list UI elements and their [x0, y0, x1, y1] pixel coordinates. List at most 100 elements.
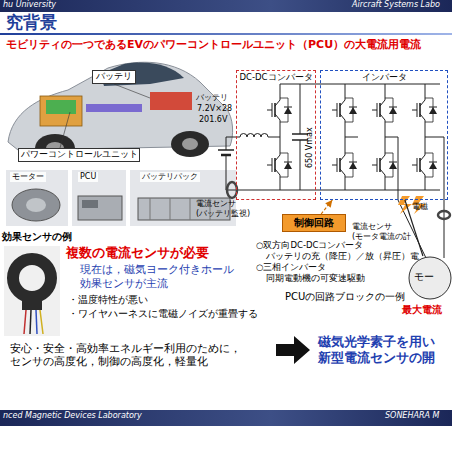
- connector: [321, 200, 332, 214]
- title-rule: [0, 33, 452, 35]
- node-text: バッテリ: [93, 71, 135, 82]
- car-illustration: [8, 62, 233, 162]
- pcu-circuit: [425, 180, 426, 190]
- battery-spec: 201.6V: [199, 115, 227, 125]
- pcu-circuit: [226, 137, 240, 138]
- pcu-circuit: [444, 137, 445, 258]
- photo-label: モーター: [10, 172, 46, 182]
- component-photos: [72, 170, 126, 226]
- conclusion-text: 磁気光学素子を用い 新型電流センサの開: [318, 334, 448, 367]
- car-illustration: [150, 92, 192, 110]
- sensor-photo: [4, 246, 60, 336]
- bullet-item: ・ワイヤハーネスに電磁ノイズが重畳する: [68, 308, 258, 321]
- pcu-circuit: [280, 84, 440, 85]
- photo-label: PCU: [78, 172, 98, 182]
- goal-text: 安心・安全・高効率エネルギー利用のために， センサの高度化，制御の高度化，軽量化: [10, 342, 241, 368]
- callout-box: パワーコントロールユニット: [18, 148, 140, 162]
- pcu-circuit: [385, 180, 386, 190]
- photo-label: バッテリパック: [140, 172, 200, 182]
- current-label: 最大電流: [402, 304, 442, 317]
- sensor-photo: [13, 259, 51, 297]
- pcu-circuit: [425, 84, 426, 95]
- car-illustration: [182, 138, 198, 150]
- control-box: 制御回路: [282, 214, 346, 232]
- pcu-circuit: [300, 84, 301, 134]
- pcu-circuit: [412, 95, 437, 125]
- pcu-circuit: [372, 150, 397, 180]
- pcu-circuit: [221, 154, 231, 157]
- car-illustration: [46, 100, 76, 114]
- pcu-circuit: [425, 137, 444, 138]
- pcu-circuit: [267, 150, 292, 180]
- pcu-circuit: [218, 84, 450, 258]
- pcu-circuit: [226, 137, 227, 150]
- pcu-circuit: [345, 180, 346, 190]
- bullet-item: ・温度特性が悪い: [68, 294, 148, 307]
- subtitle: モビリティの一つであるEVのパワーコントロールユニット（PCU）の大電流用電流: [6, 38, 421, 52]
- sensor-label: 電流センサ (バッテリ監視): [196, 199, 260, 219]
- sensor-photo: [36, 310, 37, 334]
- node-text: 制御回路: [283, 217, 345, 229]
- pcu-circuit: [332, 95, 357, 125]
- pcu-circuit: [345, 137, 358, 138]
- section-heading: 効果センサの例: [2, 231, 72, 244]
- component-photos: [170, 198, 171, 220]
- noise-label: 電磁: [412, 202, 428, 212]
- connector: [405, 200, 423, 256]
- pcu-circuit: [267, 95, 292, 125]
- inverter-block: インバータ: [320, 70, 448, 200]
- battery-label: バッテリ: [196, 93, 228, 103]
- header-text: hu University: [3, 0, 56, 10]
- car-illustration: [171, 131, 209, 157]
- sensor-label: 電流センサ (モータ電流の計: [352, 222, 424, 242]
- node-text: モー: [414, 271, 452, 283]
- component-photos: [26, 198, 46, 212]
- pcu-circuit: [240, 134, 268, 137]
- connector: [321, 200, 332, 214]
- battery-spec: 7.2V×28: [197, 104, 232, 114]
- slide-title: 究背景: [6, 12, 57, 33]
- sensor-photo: [24, 310, 26, 334]
- component-photos: [12, 189, 60, 221]
- car-illustration: [114, 84, 150, 98]
- pcu-circuit: [398, 196, 412, 214]
- car-illustration: [86, 104, 142, 112]
- arrow-head: [325, 200, 332, 208]
- pcu-circuit: [218, 149, 234, 151]
- callout-box: バッテリ: [92, 70, 136, 84]
- sensor-photo: [22, 296, 42, 310]
- pcu-circuit: [332, 150, 357, 180]
- pcu-circuit: [372, 95, 397, 125]
- note-text: ○双方向DC-DCコンバータ: [256, 240, 363, 251]
- pcu-circuit: [345, 84, 346, 95]
- pcu-circuit: [226, 155, 227, 190]
- motor-outline: [409, 257, 451, 299]
- note-text: ○三相インバータ: [256, 262, 326, 273]
- car-illustration: [60, 112, 70, 148]
- pcu-circuit: [226, 190, 440, 191]
- figure-caption: PCUの回路ブロックの一例: [285, 291, 405, 304]
- pcu-circuit: [300, 140, 301, 190]
- motor-symbol: モー: [408, 256, 452, 300]
- footer-bar: [0, 410, 452, 426]
- pcu-circuit: [385, 84, 386, 95]
- key-point: 複数の電流センサが必要: [66, 245, 209, 261]
- note-text: 現在は，磁気ヨーク付きホール 効果センサが主流: [80, 263, 245, 291]
- voltage-label: 650 Vmax: [305, 127, 315, 168]
- pcu-circuit: [280, 84, 281, 95]
- sensor-photo: [40, 310, 43, 334]
- pcu-circuit: [385, 137, 398, 138]
- pcu-circuit: [398, 137, 399, 200]
- pcu-circuit: [268, 137, 280, 138]
- pcu-circuit: [280, 125, 281, 150]
- component-photos: [6, 170, 68, 226]
- sensor-photo: [30, 310, 31, 334]
- header-bar: [0, 0, 452, 12]
- connector: [405, 200, 423, 256]
- pcu-circuit: [438, 211, 450, 219]
- node-text: DC-DCコンバータ: [237, 72, 315, 82]
- sensor-photo: [4, 246, 60, 336]
- component-photos: [78, 196, 122, 220]
- footer-text: SONEHARA M: [385, 411, 439, 421]
